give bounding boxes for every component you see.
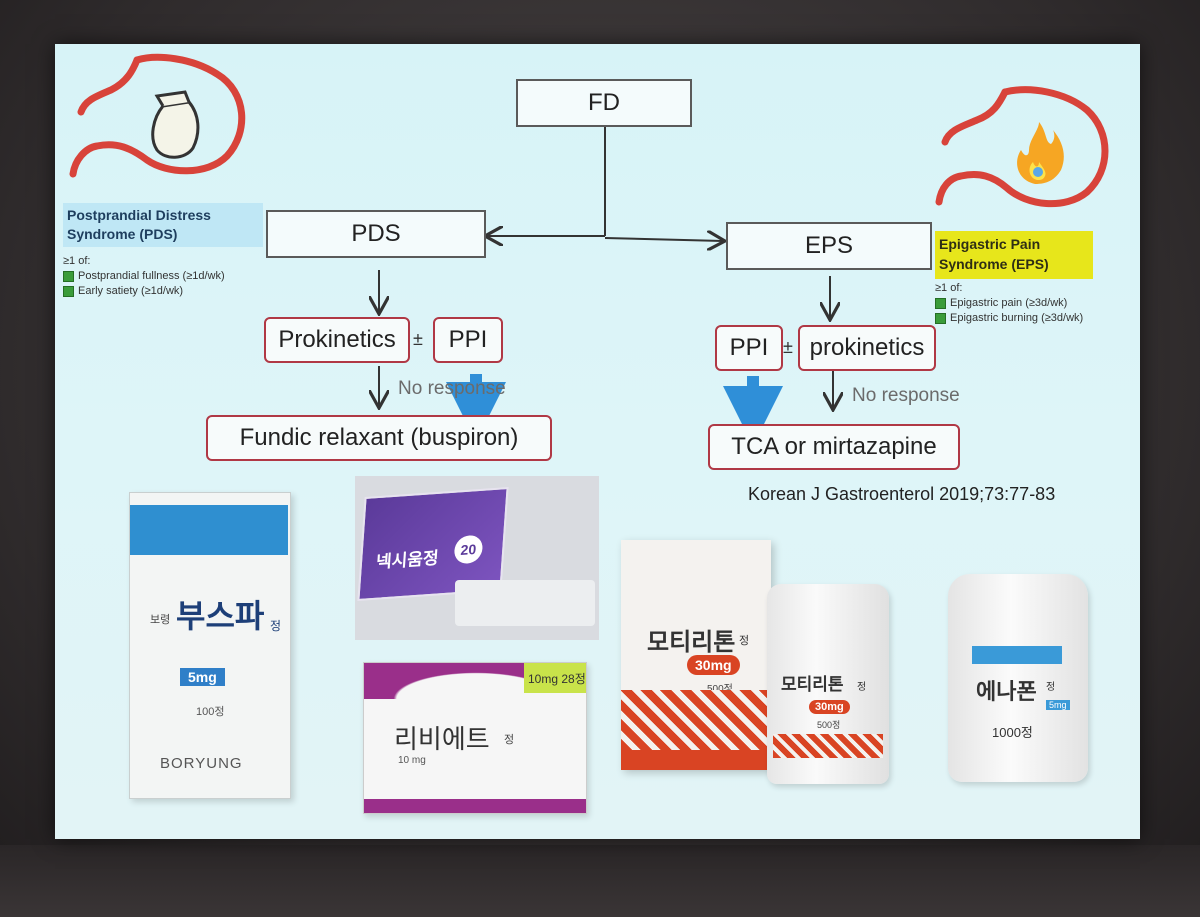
rivet-dose: 10mg 28정 xyxy=(528,672,586,686)
pds-criterion: Early satiety (≥1d/wk) xyxy=(63,284,225,299)
pds-node: PDS xyxy=(266,210,486,258)
arrow-to-eps xyxy=(604,238,723,241)
rivet-sub: 10 mg xyxy=(398,755,426,766)
no-response-left: No response xyxy=(398,378,506,399)
pds-criterion: Postprandial fullness (≥1d/wk) xyxy=(63,269,225,284)
eps-criterion-text: Epigastric pain (≥3d/wk) xyxy=(950,297,1068,309)
enafon-dose: 5mg xyxy=(1046,700,1070,710)
motilitone-pattern xyxy=(621,690,771,750)
eps-criteria-list: ≥1 of: Epigastric pain (≥3d/wk) Epigastr… xyxy=(935,281,1083,326)
flowchart-connectors xyxy=(55,126,1140,446)
plus-minus-left: ± xyxy=(413,329,423,349)
buspa-name: 부스파 xyxy=(176,598,265,634)
fundic-relaxant-box: Fundic relaxant (buspiron) xyxy=(206,415,552,461)
motilitone-bottle-suffix: 정 xyxy=(857,682,867,693)
ppi-box-left: PPI xyxy=(433,317,503,363)
pds-criteria-list: ≥1 of: Postprandial fullness (≥1d/wk) Ea… xyxy=(63,254,225,299)
check-icon xyxy=(63,271,74,282)
eps-criterion: Epigastric pain (≥3d/wk) xyxy=(935,296,1083,311)
buspa-prefix: 보령 xyxy=(150,614,171,626)
enafon-count: 1000정 xyxy=(992,725,1033,740)
motilitone-bottle-count: 500정 xyxy=(817,720,841,730)
nexium-name: 넥시움정 xyxy=(375,548,440,572)
motilitone-box-suffix: 정 xyxy=(739,635,750,647)
prokinetics-box: Prokinetics xyxy=(264,317,410,363)
buspa-count: 100정 xyxy=(196,706,225,718)
enafon-name: 에나폰 xyxy=(976,679,1037,704)
nexium-dose: 20 xyxy=(453,534,484,565)
eps-criterion: Epigastric burning (≥3d/wk) xyxy=(935,311,1083,326)
eps-criterion-text: Epigastric burning (≥3d/wk) xyxy=(950,312,1084,324)
presentation-slide: Postprandial Distress Syndrome (PDS) ≥1 … xyxy=(55,44,1140,839)
pds-definition-label: Postprandial Distress Syndrome (PDS) xyxy=(63,203,263,247)
motilitone-box-count: 500정 xyxy=(707,680,733,695)
rivet-name: 리비에트 xyxy=(394,724,490,754)
eps-definition-label: Epigastric Pain Syndrome (EPS) xyxy=(935,231,1093,279)
tca-mirtazapine-box: TCA or mirtazapine xyxy=(708,424,960,470)
enafon-bottle: 에나폰 정 5mg 1000정 xyxy=(948,574,1088,782)
buspa-package: 보령 부스파 정 5mg 100정 BORYUNG xyxy=(129,492,291,799)
check-icon xyxy=(935,313,946,324)
projector-wall xyxy=(0,845,1200,917)
eps-criteria-header: ≥1 of: xyxy=(935,282,963,294)
rivet-suffix: 정 xyxy=(504,734,515,746)
enafon-suffix: 정 xyxy=(1046,682,1056,693)
pds-criterion-text: Postprandial fullness (≥1d/wk) xyxy=(78,270,225,282)
motilitone-bottle-name: 모티리톤 xyxy=(781,675,844,694)
motilitone-box-dose: 30mg xyxy=(687,655,740,675)
motilitone-bottle: 모티리톤 정 30mg 500정 xyxy=(767,584,889,784)
buspa-dose: 5mg xyxy=(180,668,225,686)
ppi-box-right: PPI xyxy=(715,325,783,371)
no-response-right: No response xyxy=(852,385,960,406)
blister-pack xyxy=(455,580,595,626)
eps-node: EPS xyxy=(726,222,932,270)
full-stomach-icon xyxy=(69,53,246,178)
rivet-package: 10mg 28정 리비에트 정 10 mg xyxy=(363,662,587,814)
check-icon xyxy=(63,286,74,297)
pds-criteria-header: ≥1 of: xyxy=(63,255,91,267)
check-icon xyxy=(935,298,946,309)
pds-criterion-text: Early satiety (≥1d/wk) xyxy=(78,285,184,297)
buspa-brand: BORYUNG xyxy=(160,755,243,772)
motilitone-box-name: 모티리톤 xyxy=(647,629,736,656)
nexium-photo: 넥시움정 20 xyxy=(355,476,599,640)
motilitone-bottle-dose: 30mg xyxy=(809,700,850,714)
prokinetics-box-right: prokinetics xyxy=(798,325,936,371)
citation-reference: Korean J Gastroenterol 2019;73:77-83 xyxy=(748,484,1056,504)
fd-node: FD xyxy=(516,79,692,127)
burning-stomach-icon xyxy=(935,86,1109,208)
motilitone-box: 모티리톤 정 30mg 500정 xyxy=(621,540,771,770)
buspa-suffix: 정 xyxy=(270,619,282,633)
plus-minus-right: ± xyxy=(783,337,793,357)
